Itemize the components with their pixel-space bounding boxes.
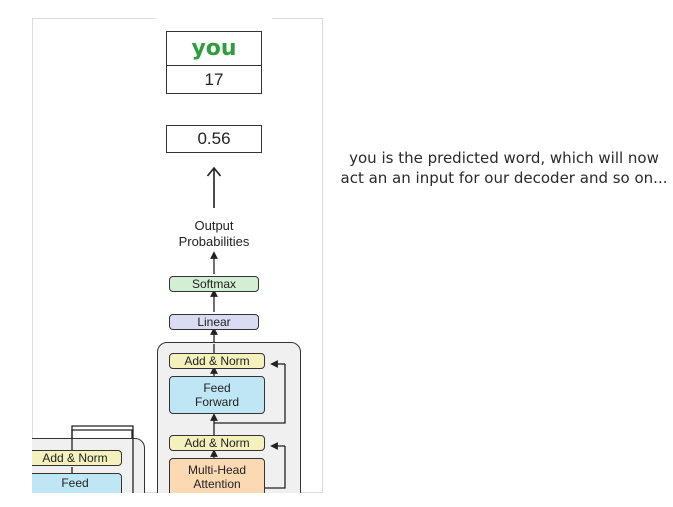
add-norm-top-block: Add & Norm (169, 353, 265, 369)
up-arrow-large-icon (206, 166, 222, 208)
softmax-block: Softmax (169, 276, 259, 292)
explanation-caption: you is the predicted word, which will no… (340, 149, 668, 187)
feed-forward-block: Feed Forward (169, 376, 265, 414)
encoder-add-norm-block: Add & Norm (32, 450, 122, 466)
linear-block: Linear (169, 314, 259, 330)
mha-line1: Multi-Head (187, 463, 247, 477)
panel-top-border-left (32, 18, 156, 19)
feed-forward-line1: Feed (203, 381, 231, 395)
transformer-diagram-panel: you 17 0.56 Output Probabilities (32, 18, 323, 493)
output-probabilities-line2: Probabilities (178, 234, 250, 249)
mha-line2: Attention (193, 477, 241, 491)
feed-forward-line2: Forward (194, 395, 239, 409)
predicted-word-box: you (166, 31, 262, 65)
encoder-residual-overlay (71, 425, 134, 493)
add-norm-mid-block: Add & Norm (169, 435, 265, 451)
output-probabilities-line1: Output (194, 218, 234, 233)
multi-head-attention-block: Multi-Head Attention (169, 458, 265, 493)
encoder-feed-block: Feed (32, 473, 122, 493)
panel-top-border-right (272, 18, 323, 19)
token-id-box: 17 (166, 65, 262, 94)
output-probabilities-label: Output Probabilities (174, 218, 254, 250)
probability-box: 0.56 (166, 125, 262, 153)
